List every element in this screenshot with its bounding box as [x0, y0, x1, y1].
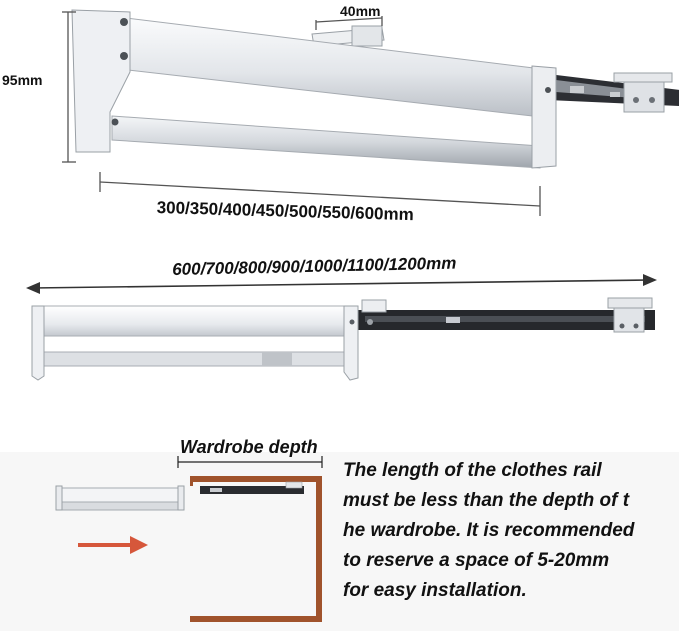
top-width-label: 40mm: [340, 3, 381, 19]
height-label: 95mm: [2, 72, 43, 88]
wardrobe-outline: [190, 476, 322, 622]
note-line: for easy installation.: [343, 580, 527, 601]
rail-icon: [55, 485, 185, 511]
extension-arrow: [26, 274, 657, 294]
rear-bracket-extended: [607, 297, 653, 333]
rail-extended-illustration: [26, 274, 657, 381]
installation-panel: [0, 452, 679, 631]
wardrobe-diagram: [55, 456, 323, 622]
direction-arrow-icon: [78, 536, 148, 554]
wardrobe-slide-rail: [200, 481, 304, 494]
slide-rail-extended: [355, 310, 655, 330]
wardrobe-depth-label: Wardrobe depth: [180, 437, 318, 457]
note-line: he wardrobe. It is recommended: [343, 520, 635, 541]
top-bracket: [311, 25, 385, 47]
depth-dimension: [177, 456, 323, 468]
rail-closed-illustration: [62, 9, 679, 216]
installation-note: The length of the clothes rail must be l…: [343, 456, 678, 606]
dimension-lines-top: [62, 11, 541, 216]
note-line: must be less than the depth of t: [343, 490, 630, 511]
note-line: to reserve a space of 5-20mm: [343, 550, 610, 571]
rear-bracket-closed: [613, 72, 673, 113]
rail-length-label: 300/350/400/450/500/550/600mm: [156, 198, 415, 225]
note-line: The length of the clothes rail: [343, 460, 602, 481]
